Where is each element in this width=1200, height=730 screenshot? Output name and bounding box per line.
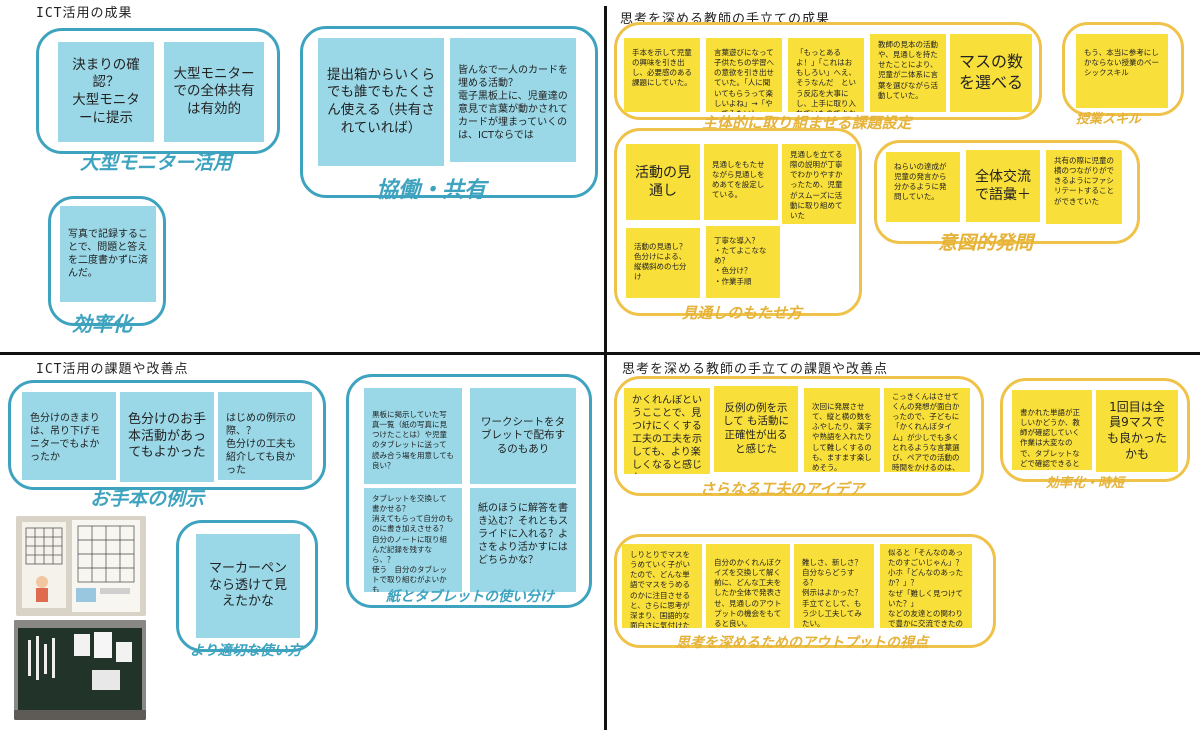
sticky-note: 色分けのきまりは、吊り下げモニターでもよかったか [22,392,116,480]
sticky-note: 大型モニターでの全体共有は有効的 [164,42,264,142]
group-label-paper-tablet: 紙とタブレットの使い分け [386,589,554,605]
group-label-skills: 授業スキル [1076,112,1142,127]
quadrant-title-ict-issues: ICT活用の課題や改善点 [36,362,189,377]
group-label-examples: お手本の例示 [90,488,205,510]
quadrant-title-ict-results: ICT活用の成果 [36,6,133,21]
sticky-note: 紙のほうに解答を書き込む？それともスライドに入れる？よさをより活かすにはどちらか… [470,488,576,592]
group-outline-efficiency [48,196,166,326]
group-label-intent: 意図的発問 [938,232,1034,254]
group-outline-paper-tablet [346,374,592,608]
sticky-note: 「もっとあるよ！」「これはおもしろい」へえ、そうなんだ という反応を大事にし、上… [788,38,864,112]
sticky-note: 書かれた単語が正しいかどうか、教師が確認していく作業は大変なので、タブレットなど… [1012,390,1092,470]
group-label-efficiency: 効率化 [72,312,132,336]
sticky-note: 自分のかくれんぼクイズを交換して解く前に、どんな工夫をしたか全体で発表させ、見通… [706,544,790,628]
sticky-note: 決まりの確認？ 大型モニターに提示 [58,42,154,142]
group-label-outlook: 見通しのもたせ方 [682,304,803,322]
sticky-note: 共有の際に児童の横のつながりができるようにファシリテートすることができていた [1046,150,1122,224]
sticky-note: 見通しをもたせながら見通しをめあてを設定している。 [704,144,778,220]
group-label-output: 思考を深めるためのアウトプットの視点 [676,635,928,651]
sticky-note: ねらいの達成が児童の発言から分かるように発問していた。 [886,152,960,222]
classroom-blackboard-photo [14,620,146,720]
group-label-streamline: 効率化・時短 [1046,476,1125,491]
sticky-note: 活動の見通し [626,144,700,220]
group-outline-large-monitor [36,28,280,154]
sticky-note: 活動の見通し？ 色分けによる、縦横斜めの七分け [626,228,700,298]
sticky-note: タブレットを交換して書かせる？ 消えてもらって自分のものに書き加えさせる？ 自分… [364,488,462,592]
sticky-note: 1回目は全員9マスでも良かったかも [1096,390,1178,472]
sticky-note: しりとりでマスをうめていく子がいたので、どんな単語でマスをうめるのかに注目させる… [622,544,702,628]
sticky-note: ワークシートをタブレットで配布するのもあり [470,388,576,484]
sticky-note: 全体交流で語彙＋ [966,150,1040,222]
group-label-tasks: 主体的に取り組ませる課題設定 [702,114,912,132]
sticky-note: 難しさ、新しさ？ 自分ならどうする？ 例示はよかった？ 手立てとして、もう少し工… [794,544,874,628]
group-outline-skills [1062,22,1184,116]
group-outline-collaboration [300,26,598,198]
sticky-note: マーカーペンなら透けて見えたかな [196,534,300,638]
group-outline-outlook [614,128,862,316]
group-outline-tasks [614,22,1042,120]
group-outline-ideas [614,376,984,496]
sticky-note: 丁寧な導入？ ・たてよこななめ？ ・色分け？ ・作業手順 [706,226,780,298]
group-label-large-monitor: 大型モニター活用 [80,152,233,174]
group-outline-output [614,534,996,648]
sticky-note: 似ると「そんなのあったのすごいじゃん」？ 小ホ「どんなのあったか？」？ なぜ「難… [880,544,972,628]
sticky-note: 見通しを立てる際の説明が丁寧でわかりやすかったため、児童がスムーズに活動に取り組… [782,144,856,224]
sticky-note: 写真で記録することで、問題と答えを二度書かずに済んだ。 [60,206,156,302]
group-label-usage: より適切な使い方 [190,643,302,659]
group-label-ideas: さらなる工夫のアイデア [700,480,865,498]
sticky-note: はじめの例示の際、？ 色分けの工夫も紹介しても良かった [218,392,312,480]
sticky-note: 黒板に掲示していた写真一覧（紙の写真に見つけたことは）や児童のタブレットに送って… [364,388,462,484]
sticky-note: かくれんぼというこことで、見つけにくくする工夫の工夫を示しても、より楽しくなると… [624,388,710,474]
vertical-divider [604,6,607,730]
group-outline-usage [176,520,318,652]
horizontal-divider [0,352,1200,355]
sticky-note: 色分けのお手本活動があってもよかった [120,392,214,482]
sticky-note: 皆んなで一人のカードを埋める活動？ 電子黒板上に、児童達の意見で言葉が動かされて… [450,38,576,162]
sticky-note: こっきくんはさせてくんの発想が面白かったので、子どもに「かくれんぼタイム」が少し… [884,388,970,472]
group-label-collaboration: 協働・共有 [376,177,487,203]
sticky-note: 提出箱からいくらでも誰でもたくさん使える（共有されていれば） [318,38,444,166]
group-outline-intent [874,140,1140,244]
quadrant-title-teacher-issues: 思考を深める教師の手立ての課題や改善点 [622,362,889,377]
sticky-note: マスの数を選べる [950,34,1032,112]
sticky-note: 教師の見本の活動や、見通しを持たせたことにより、児童が二体系に言葉を選びながら活… [870,34,946,112]
classroom-worksheet-photo [16,516,146,616]
sticky-note: 言葉遊びになって子供たちの学習への意欲を引き出せていた。「人に聞いてもらうって楽… [706,38,782,112]
sticky-note: もう、本当に参考にしかならない授業のベーシックスキル [1076,34,1168,108]
group-outline-streamline [1000,378,1190,482]
group-outline-examples [8,380,326,490]
sticky-note: 次回に発展させて、縦と横の数をふやしたり、漢字や熟語を入れたりして難しくするのも… [804,388,880,472]
sticky-note: 手本を示して児童の興味を引き出し、必要感のある課題にしていた。 [624,38,700,112]
sticky-note: 反例の例を示して も活動に正確性が出ると感じた [714,386,798,472]
